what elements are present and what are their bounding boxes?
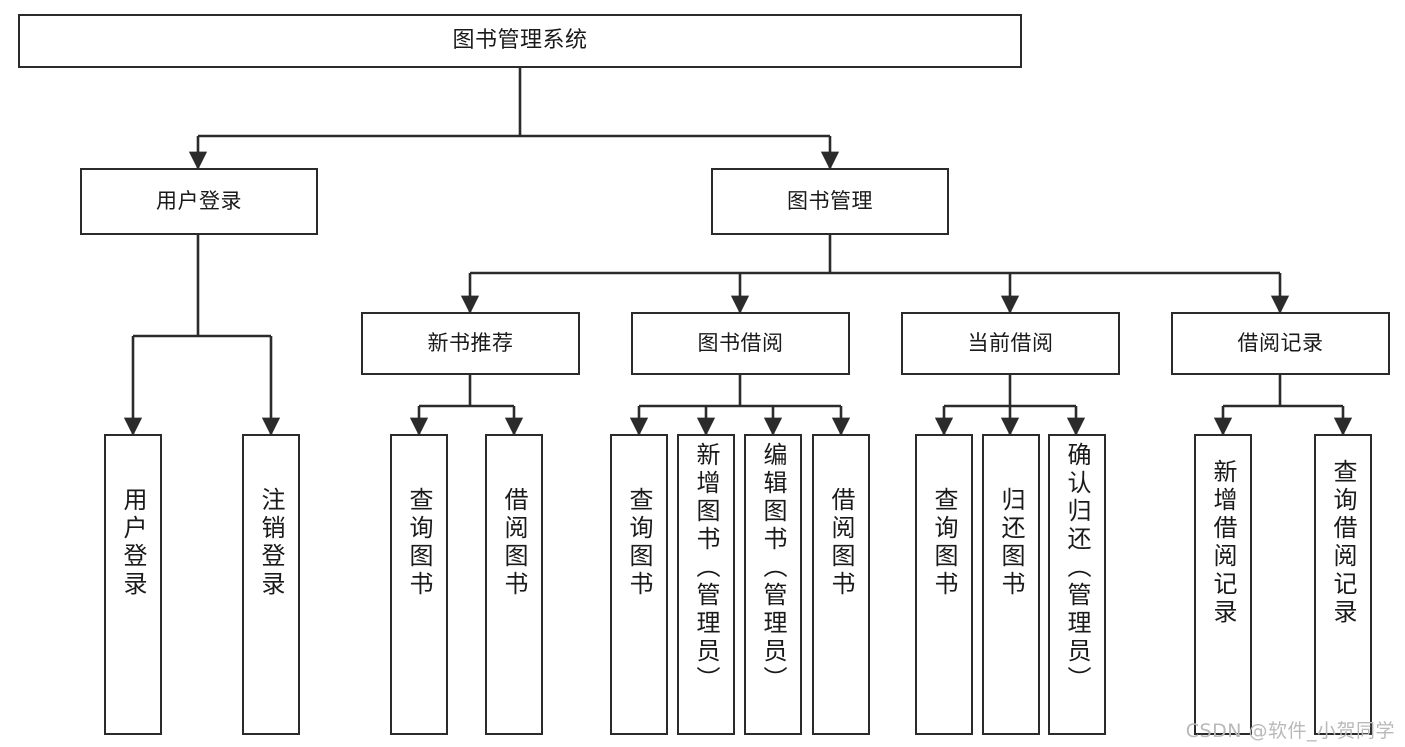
node-book-management[interactable]: 图书管理	[711, 168, 949, 235]
node-label: 查询图书	[625, 486, 653, 599]
node-label: 注销登录	[257, 486, 285, 599]
leaf-query-book-recommend[interactable]: 查询图书	[390, 434, 448, 735]
node-new-book-recommend[interactable]: 新书推荐	[361, 312, 580, 375]
leaf-borrow-book-recommend[interactable]: 借阅图书	[485, 434, 543, 735]
node-label: 图书借阅	[697, 330, 784, 355]
node-user-login[interactable]: 用户登录	[80, 168, 318, 235]
node-root-book-management-system[interactable]: 图书管理系统	[18, 14, 1022, 68]
node-label: 当前借阅	[967, 330, 1054, 355]
node-label: 图书管理系统	[452, 27, 588, 53]
node-label: 借阅图书	[827, 486, 855, 599]
leaf-query-book-borrow[interactable]: 查询图书	[610, 434, 668, 735]
node-label: 新增图书（管理员）	[692, 442, 720, 694]
node-label: 借阅图书	[500, 486, 528, 599]
csdn-watermark: CSDN @软件_小贺同学	[1185, 720, 1395, 742]
node-label: 借阅记录	[1237, 330, 1324, 355]
node-label: 编辑图书（管理员）	[759, 442, 787, 694]
node-label: 确认归还（管理员）	[1063, 442, 1091, 694]
node-label: 新书推荐	[427, 330, 514, 355]
node-current-borrow[interactable]: 当前借阅	[901, 312, 1120, 375]
node-book-borrow[interactable]: 图书借阅	[631, 312, 850, 375]
leaf-edit-book-admin[interactable]: 编辑图书（管理员）	[744, 434, 802, 735]
leaf-return-book[interactable]: 归还图书	[982, 434, 1040, 735]
node-label: 新增借阅记录	[1209, 458, 1237, 627]
leaf-add-borrow-record[interactable]: 新增借阅记录	[1194, 434, 1252, 735]
leaf-query-book-current[interactable]: 查询图书	[915, 434, 973, 735]
leaf-confirm-return-admin[interactable]: 确认归还（管理员）	[1048, 434, 1106, 735]
node-label: 用户登录	[156, 188, 242, 213]
node-label: 用户登录	[119, 486, 147, 599]
leaf-query-borrow-record[interactable]: 查询借阅记录	[1314, 434, 1372, 735]
node-label: 归还图书	[997, 486, 1025, 599]
leaf-user-login[interactable]: 用户登录	[104, 434, 162, 735]
node-label: 图书管理	[787, 188, 873, 213]
node-label: 查询图书	[930, 486, 958, 599]
node-label: 查询图书	[405, 486, 433, 599]
leaf-borrow-book[interactable]: 借阅图书	[812, 434, 870, 735]
node-borrow-record[interactable]: 借阅记录	[1171, 312, 1390, 375]
leaf-logout[interactable]: 注销登录	[242, 434, 300, 735]
node-label: 查询借阅记录	[1329, 458, 1357, 627]
leaf-add-book-admin[interactable]: 新增图书（管理员）	[677, 434, 735, 735]
